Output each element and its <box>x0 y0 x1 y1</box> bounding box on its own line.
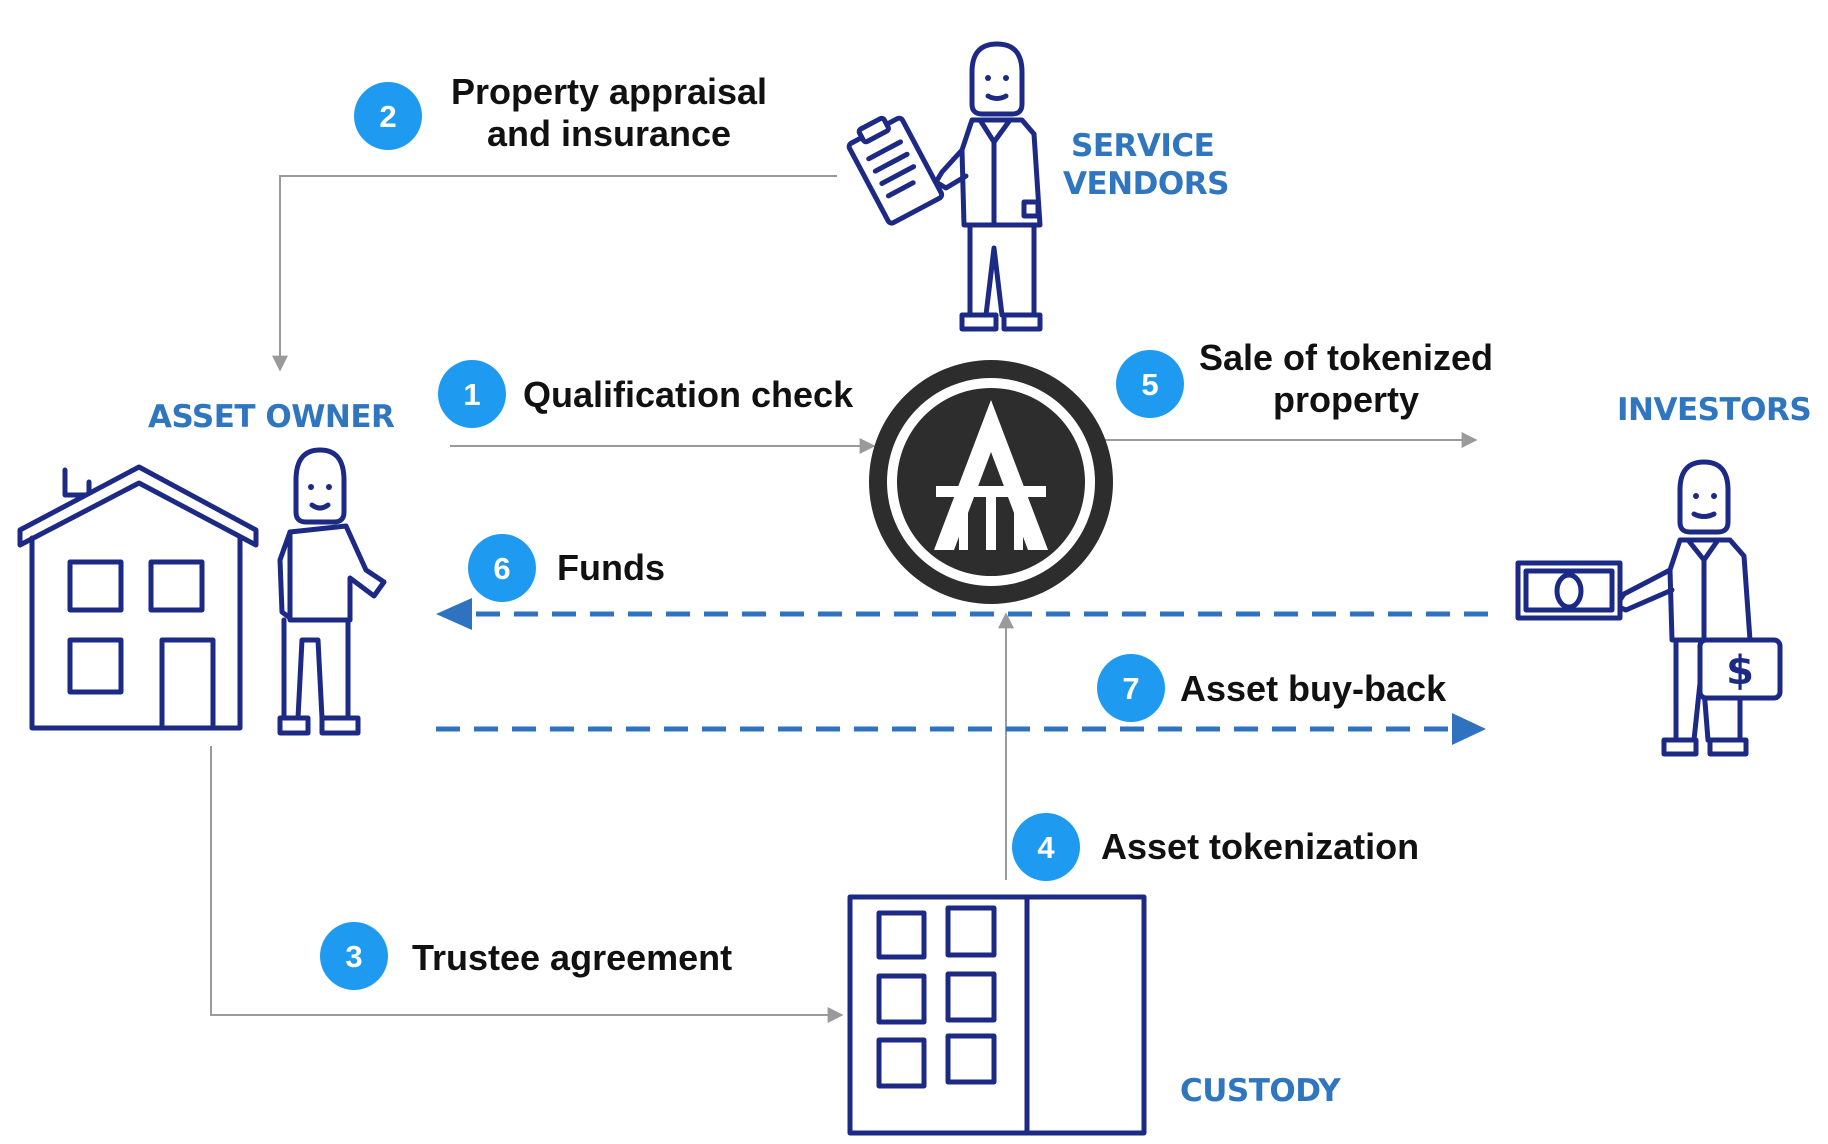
step-1-badge <box>438 360 506 428</box>
step-3-text: Trustee agreement <box>412 937 732 978</box>
clipboard-icon <box>846 115 945 226</box>
step-6-text: Funds <box>557 547 665 588</box>
buy-back-dashed-arrow <box>436 713 1486 745</box>
step-6-number: 6 <box>493 551 510 586</box>
house-icon <box>17 464 259 731</box>
step-1: 1 Qualification check <box>438 360 854 428</box>
step-5: 5 Sale of tokenized property <box>1116 337 1493 420</box>
step-1-text: Qualification check <box>523 374 854 415</box>
custody-label: CUSTODY <box>1180 1073 1341 1109</box>
step-2-text-line-2: and insurance <box>487 113 731 154</box>
step-5-text-line-2: property <box>1273 379 1419 420</box>
platform-logo-icon <box>869 360 1113 604</box>
step-4-number: 4 <box>1037 830 1055 865</box>
step-6-badge <box>468 534 536 602</box>
step-2-text-line-1: Property appraisal <box>451 71 767 112</box>
dollar-sign: $ <box>1726 648 1754 694</box>
step-5-number: 5 <box>1141 367 1158 402</box>
service-vendors-label-line-1: SERVICE <box>1071 128 1214 164</box>
step-4-badge <box>1012 813 1080 881</box>
asset-owner-label: ASSET OWNER <box>148 399 395 435</box>
step-3-badge <box>320 922 388 990</box>
step-5-badge <box>1116 350 1184 418</box>
step-2-number: 2 <box>379 99 396 134</box>
funds-dashed-arrow <box>436 598 1488 630</box>
connector-step-2 <box>272 175 837 372</box>
step-3-number: 3 <box>345 939 362 974</box>
step-4-text: Asset tokenization <box>1101 826 1419 867</box>
connector-step-3 <box>210 746 844 1023</box>
step-1-number: 1 <box>463 377 480 412</box>
step-2: 2 Property appraisal and insurance <box>354 71 767 154</box>
service-vendor-person-icon <box>933 41 1043 332</box>
custody-building-icon <box>847 894 1147 1136</box>
step-7-badge <box>1097 654 1165 722</box>
step-7-number: 7 <box>1122 671 1139 706</box>
step-7-text: Asset buy-back <box>1180 668 1447 709</box>
investor-person-icon <box>1613 459 1753 757</box>
service-vendors-label-line-2: VENDORS <box>1063 166 1229 202</box>
step-2-badge <box>354 82 422 150</box>
briefcase-icon: $ <box>1697 637 1783 701</box>
step-5-text-line-1: Sale of tokenized <box>1199 337 1493 378</box>
step-6: 6 Funds <box>468 534 665 602</box>
step-4: 4 Asset tokenization <box>1012 813 1419 881</box>
cash-bill-icon <box>1515 560 1623 621</box>
investors-label: INVESTORS <box>1617 392 1811 428</box>
step-3: 3 Trustee agreement <box>320 922 732 990</box>
asset-owner-person-icon <box>277 447 387 736</box>
step-7: 7 Asset buy-back <box>1097 654 1447 722</box>
